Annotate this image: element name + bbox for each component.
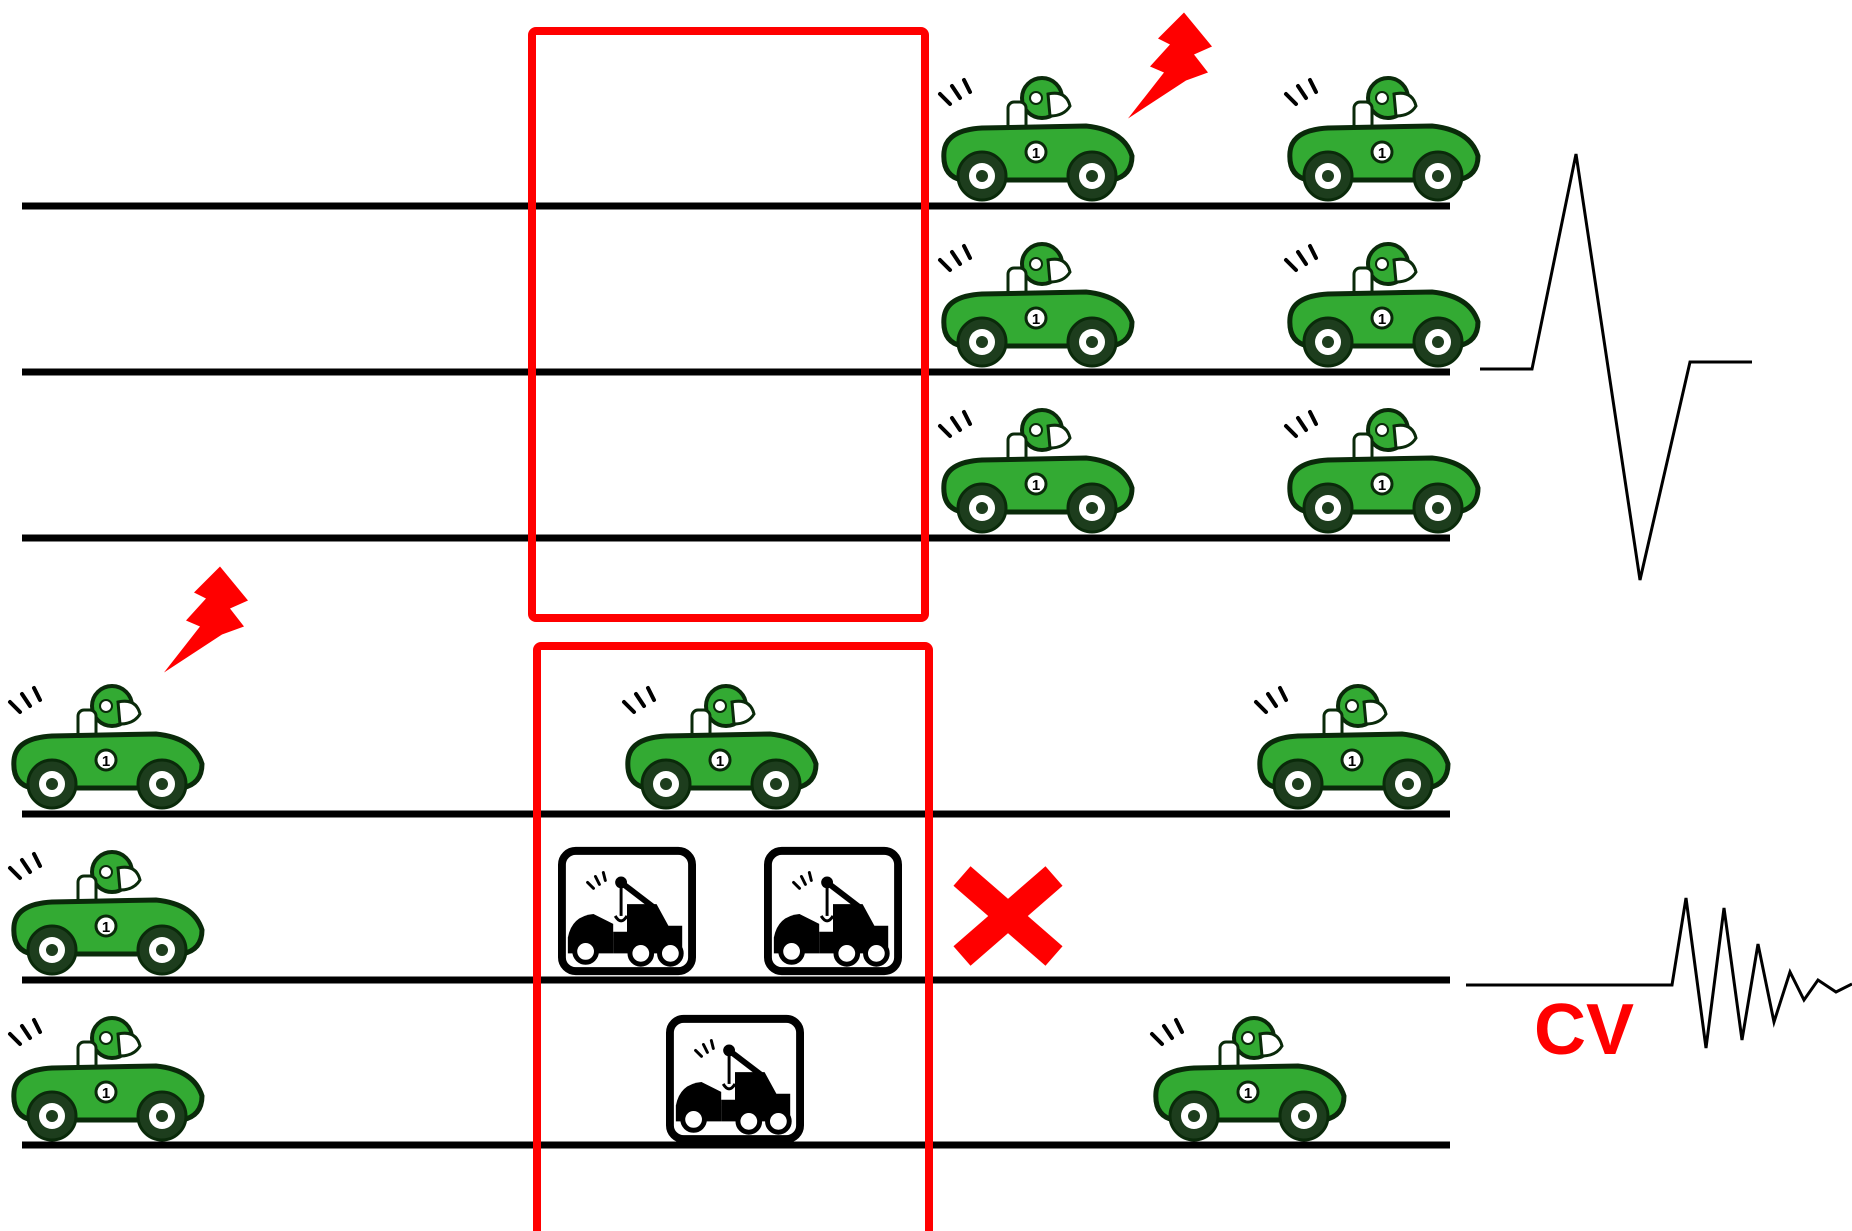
waveform-dispersed	[1466, 898, 1852, 1048]
race-car-icon	[10, 852, 202, 974]
panel-normal-conduction	[22, 13, 1752, 619]
lightning-bolt-icon	[1128, 13, 1212, 119]
tow-truck-icon	[670, 1019, 800, 1139]
race-car-icon	[940, 78, 1132, 200]
race-car-icon	[1286, 244, 1478, 366]
race-car-icon	[1286, 78, 1478, 200]
panel-blocked-conduction: CV	[10, 567, 1852, 1231]
lightning-bolt-icon	[164, 567, 248, 673]
cv-label: CV	[1534, 990, 1634, 1070]
waveform-biphasic	[1480, 154, 1752, 580]
race-car-icon	[10, 686, 202, 808]
track-lines-top	[22, 206, 1450, 538]
race-car-icon	[940, 410, 1132, 532]
red-x-icon	[962, 876, 1054, 956]
race-car-icon	[1152, 1018, 1344, 1140]
race-car-icon	[1286, 410, 1478, 532]
race-car-icon	[940, 244, 1132, 366]
tow-truck-icon	[562, 851, 692, 971]
race-car-icon	[10, 1018, 202, 1140]
race-car-icon	[624, 686, 816, 808]
focus-box-top	[532, 31, 925, 618]
race-car-icon	[1256, 686, 1448, 808]
tow-truck-icon	[768, 851, 898, 971]
